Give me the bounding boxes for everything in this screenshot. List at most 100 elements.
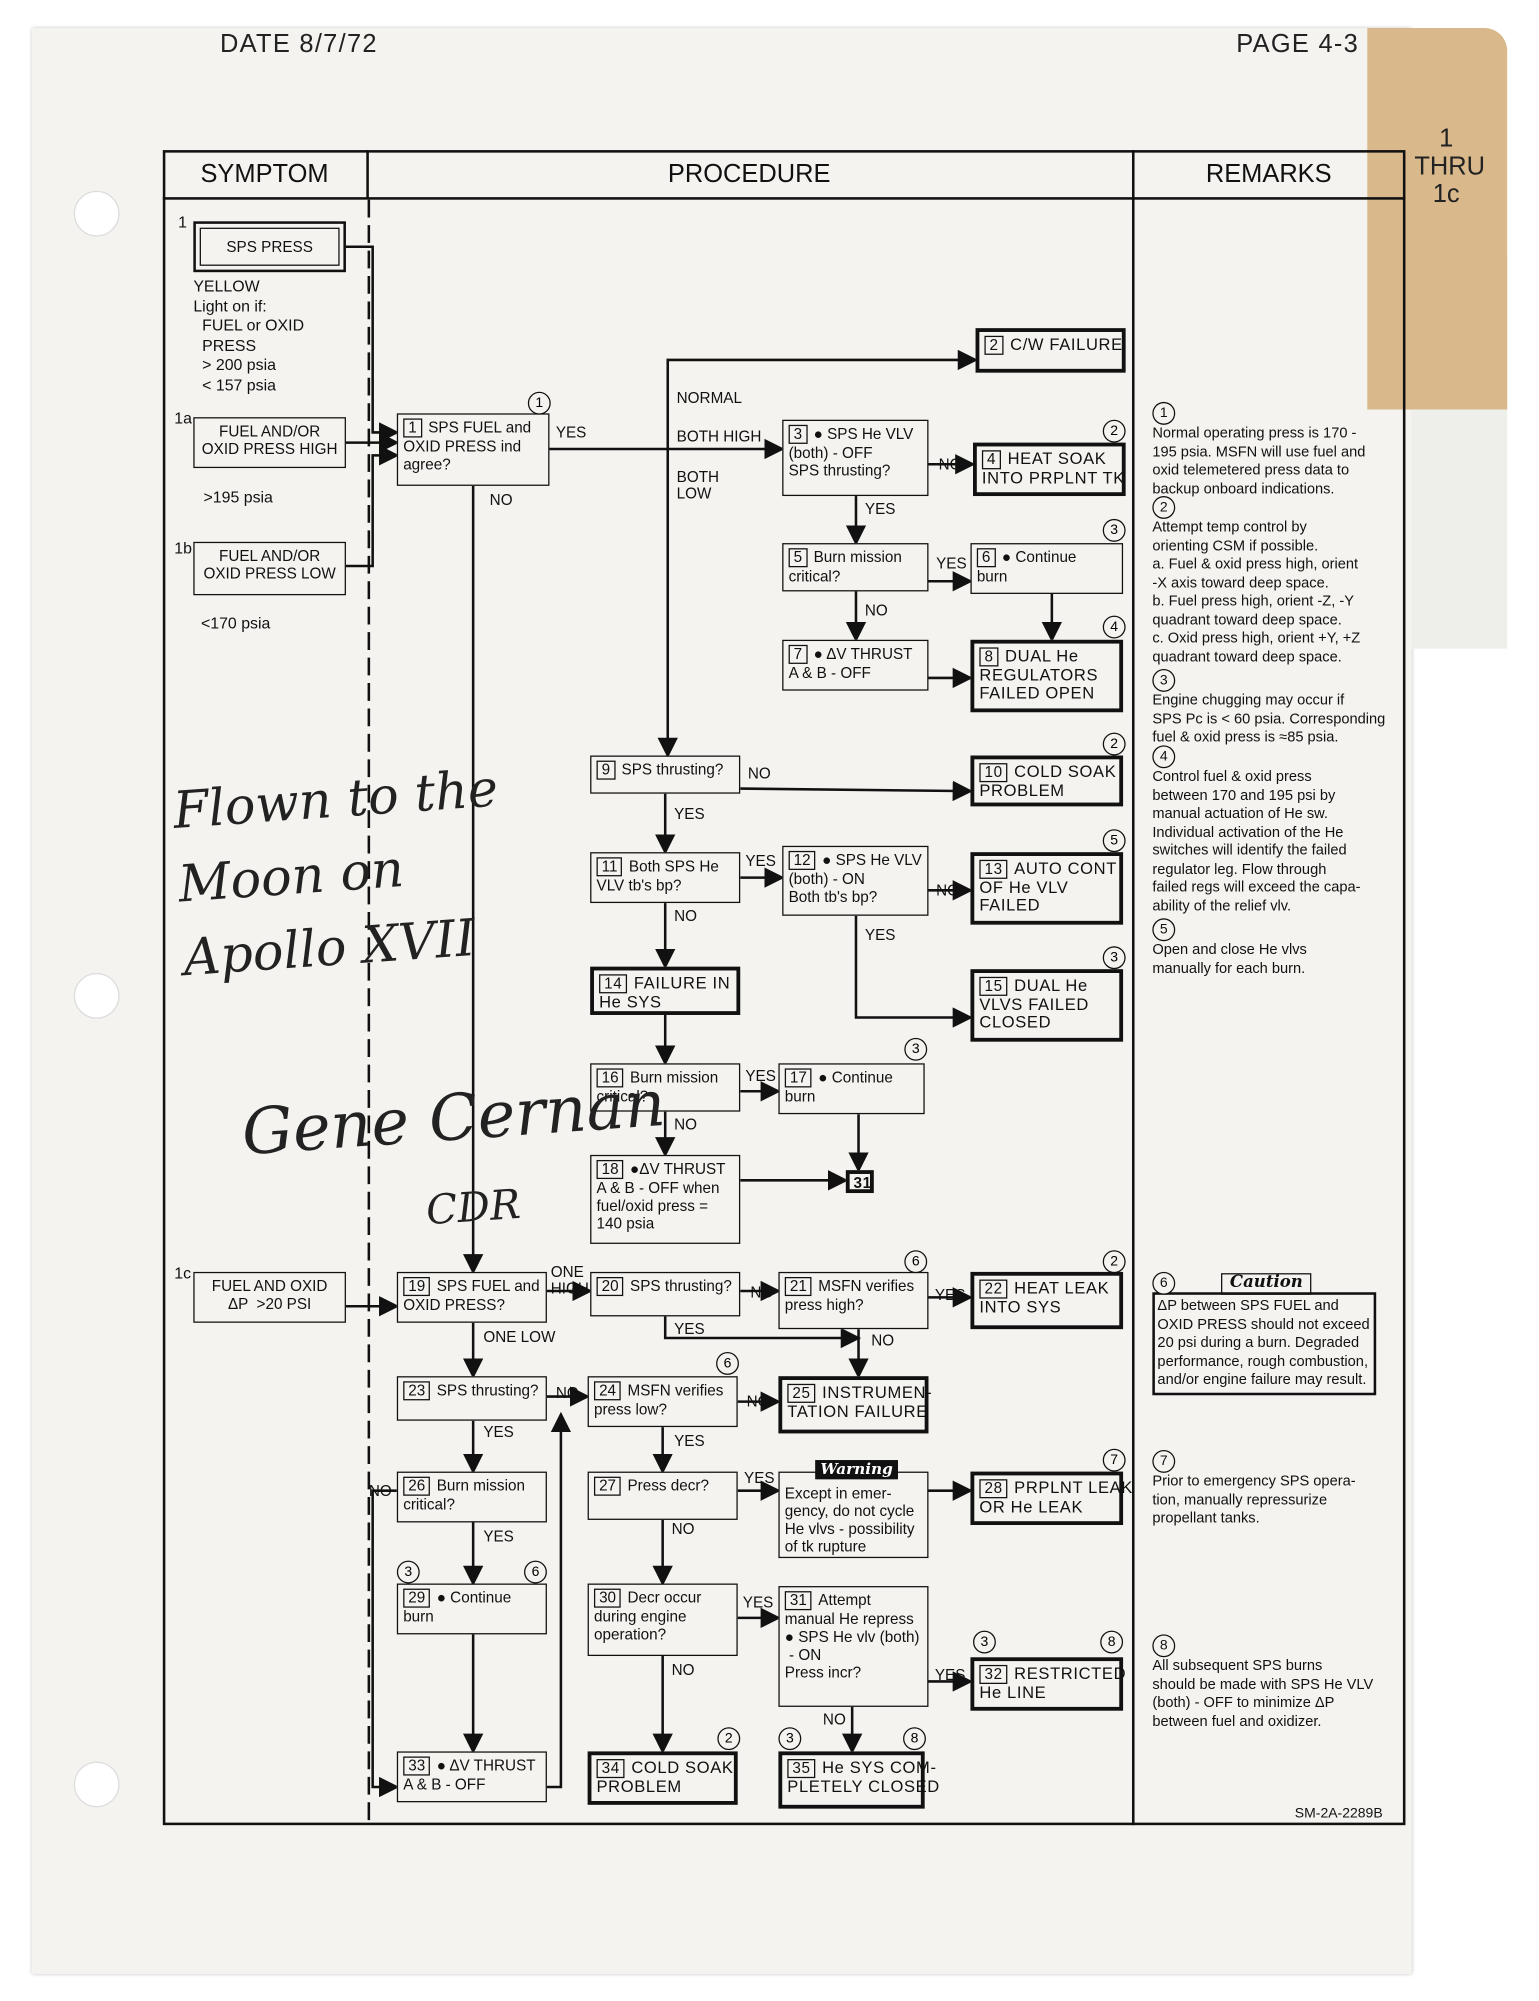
step-number: 5 <box>788 548 808 568</box>
step-text: Burn mission critical? <box>788 548 902 586</box>
flow-box-6: 6● Continue burn <box>970 543 1124 594</box>
remark-reference-marker: 3 <box>973 1630 996 1654</box>
flow-arrow <box>854 915 974 1028</box>
flow-box-7: 7● ΔV THRUST A & B - OFF <box>782 639 929 691</box>
remark-reference-marker: 3 <box>778 1727 802 1751</box>
step-text: ● ΔV THRUST A & B - OFF <box>403 1756 536 1794</box>
step-number: 18 <box>596 1159 624 1180</box>
step-number: 17 <box>784 1068 812 1088</box>
symptom-box-delta-p: FUEL AND OXID ΔP >20 PSI <box>193 1271 346 1323</box>
step-number: 1 <box>403 418 422 438</box>
flow-box-17: 17● Continue burn <box>778 1063 925 1115</box>
step-number: 22 <box>979 1279 1008 1299</box>
branch-label: YES <box>674 805 705 823</box>
branch-label: YES <box>864 499 896 518</box>
remark-reference-marker: 6 <box>716 1352 739 1375</box>
branch-label: NO <box>555 1383 579 1402</box>
step-text: ● Continue burn <box>976 548 1077 586</box>
flow-box-29: 29● Continue burn <box>396 1583 547 1635</box>
remark-reference-marker: 5 <box>1102 829 1126 853</box>
remark-reference-marker: 2 <box>1102 419 1126 443</box>
step-text: ● SPS He VLV (both) - OFF SPS thrusting? <box>788 424 914 480</box>
step-number: 32 <box>979 1664 1008 1684</box>
step-text: ● Continue burn <box>784 1068 893 1106</box>
remark-reference-marker: 2 <box>1102 732 1126 756</box>
punch-hole <box>73 973 120 1019</box>
step-number: 4 <box>981 450 1002 470</box>
remark-number: 1 <box>1152 401 1176 425</box>
remark-number: 4 <box>1152 745 1176 769</box>
remark-text: Control fuel & oxid press between 170 an… <box>1152 769 1361 914</box>
remark-number: 7 <box>1152 1449 1176 1473</box>
branch-label: NO <box>674 906 698 925</box>
index-tab-label: 1 THRU 1c <box>1414 124 1486 209</box>
remark-text: Normal operating press is 170 - 195 psia… <box>1152 426 1366 497</box>
remark-text: ΔP between SPS FUEL and OXID PRESS shoul… <box>1152 1292 1377 1395</box>
remark-text: Attempt temp control by orienting CSM if… <box>1152 520 1361 665</box>
branch-label: NO <box>936 881 960 900</box>
step-text: RESTRICTED He LINE <box>979 1663 1127 1702</box>
flow-arrow <box>663 1316 862 1349</box>
flow-box-12: 12● SPS He VLV (both) - ON Both tb's bp? <box>782 845 929 916</box>
step-text: Attempt manual He repress ● SPS He vlv (… <box>784 1591 920 1682</box>
symptom-number: 1b <box>174 539 192 558</box>
branch-label: NO <box>864 601 888 620</box>
symptom-label: SPS PRESS <box>199 227 340 266</box>
page-number: PAGE 4-3 <box>1236 30 1360 59</box>
column-divider <box>366 150 369 199</box>
flow-box-33: 33● ΔV THRUST A & B - OFF <box>396 1751 547 1803</box>
remark-number: 2 <box>1152 496 1176 519</box>
handwritten-title: CDR <box>424 1179 523 1235</box>
step-text: ● Continue burn <box>403 1588 512 1626</box>
remark-number: 6 <box>1152 1271 1176 1295</box>
step-number: 33 <box>403 1756 431 1776</box>
branch-label: NO <box>938 455 962 474</box>
branch-label: YES <box>745 852 776 870</box>
step-text: Decr occur during engine operation? <box>593 1588 702 1644</box>
step-number: 31 <box>784 1591 812 1611</box>
step-text: SPS thrusting? <box>630 1276 732 1295</box>
step-text: He SYS COM- PLETELY CLOSED <box>787 1757 940 1796</box>
step-number: 2 <box>984 335 1004 355</box>
remark-reference-marker: 3 <box>396 1560 420 1584</box>
step-text: SPS FUEL and OXID PRESS? <box>403 1276 540 1314</box>
header-divider <box>162 197 1406 200</box>
branch-label: NO <box>746 1392 770 1411</box>
step-text: Press decr? <box>627 1476 709 1495</box>
document-code: SM-2A-2289B <box>1294 1806 1383 1822</box>
caution-title: Caution <box>1221 1273 1312 1295</box>
remark-text: All subsequent SPS burns should be made … <box>1152 1658 1374 1730</box>
symptom-box-sps-press: SPS PRESS <box>193 221 346 273</box>
remark-reference-marker: 3 <box>1102 946 1126 970</box>
step-text: AUTO CONT OF He VLV FAILED <box>979 858 1117 915</box>
step-number: 19 <box>403 1276 431 1297</box>
step-number: 29 <box>403 1588 431 1608</box>
symptom-note: >195 psia <box>203 488 273 507</box>
step-text: DUAL He REGULATORS FAILED OPEN <box>979 646 1099 703</box>
remark-reference-marker: 7 <box>1102 1448 1126 1472</box>
column-header-remarks: REMARKS <box>1205 159 1332 188</box>
symptom-box-press-low: FUEL AND/OR OXID PRESS LOW <box>193 541 346 596</box>
branch-label: YES <box>934 1666 966 1684</box>
remark-reference-marker: 2 <box>1102 1250 1126 1274</box>
step-text: HEAT LEAK INTO SYS <box>979 1278 1110 1317</box>
branch-label: YES <box>934 1285 966 1304</box>
branch-label: BOTH LOW <box>676 468 720 503</box>
branch-label: NO <box>871 1331 895 1350</box>
